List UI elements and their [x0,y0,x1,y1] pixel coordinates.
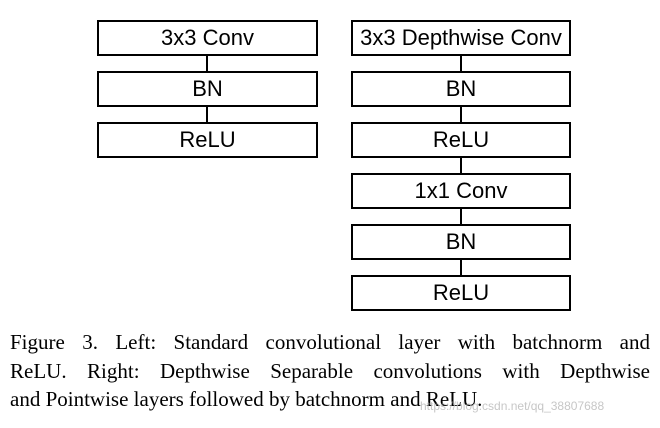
right-bn-block-1: BN [351,71,571,107]
right-connector-5 [460,260,462,275]
right-connector-3 [460,158,462,173]
left-relu-block: ReLU [97,122,318,158]
right-relu-block-2: ReLU [351,275,571,311]
watermark: https://blog.csdn.net/qq_38807688 [420,399,605,413]
caption-line-1: Figure 3. Left: Standard convolutional l… [10,330,650,354]
caption-line-3: and Pointwise layers followed by batchno… [10,387,483,411]
left-bn-block: BN [97,71,318,107]
right-connector-1 [460,56,462,71]
figure-caption: Figure 3. Left: Standard convolutional l… [10,328,650,414]
right-connector-2 [460,107,462,122]
left-conv-block: 3x3 Conv [97,20,318,56]
right-relu-block-1: ReLU [351,122,571,158]
right-bn-block-2: BN [351,224,571,260]
right-connector-4 [460,209,462,224]
left-connector-1 [206,56,208,71]
caption-line-2: ReLU. Right: Depthwise Separable convolu… [10,358,650,383]
right-pointwise-conv-block: 1x1 Conv [351,173,571,209]
right-depthwise-conv-block: 3x3 Depthwise Conv [351,20,571,56]
left-connector-2 [206,107,208,122]
